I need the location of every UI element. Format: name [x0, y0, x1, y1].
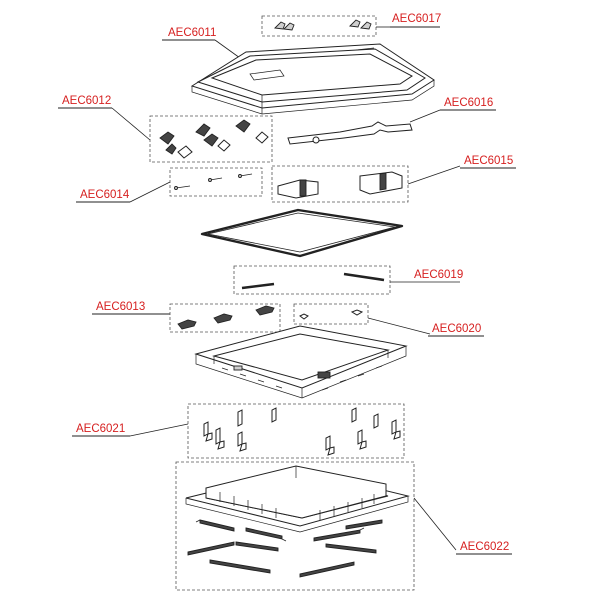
- part-group-aec6017: AEC6017: [261, 13, 441, 37]
- part-group-aec6012: AEC6012: [58, 95, 273, 163]
- dashed-box-aec6019: [233, 265, 391, 295]
- clip-part: [274, 21, 295, 31]
- label-aec6012: AEC6012: [62, 95, 111, 107]
- dashed-box-aec6020: [293, 303, 369, 325]
- bracket-part: [177, 305, 275, 330]
- tab-insert: [203, 407, 401, 456]
- part-group-aec6016: AEC6016: [287, 97, 496, 145]
- arm-rod: [287, 121, 413, 145]
- pin-part: [174, 173, 253, 190]
- part-group-aec6015: AEC6015: [271, 155, 516, 203]
- part-group-aec6019: AEC6019: [233, 265, 463, 295]
- dashed-box-aec6014: [169, 167, 263, 197]
- base-frame: [185, 465, 410, 533]
- label-aec6016: AEC6016: [444, 97, 493, 109]
- label-aec6014: AEC6014: [80, 189, 130, 201]
- part-group-aec6011: AEC6011: [162, 27, 435, 115]
- label-aec6013: AEC6013: [96, 301, 145, 313]
- leader-line: [409, 109, 441, 123]
- dome-lid: [190, 43, 435, 115]
- rod-part: [241, 272, 385, 290]
- label-aec6022: AEC6022: [460, 541, 509, 553]
- leader-line: [367, 317, 431, 335]
- sealing-strip: [187, 519, 383, 578]
- leader-line: [413, 497, 457, 551]
- dashed-box-aec6012: [149, 115, 273, 163]
- part-group-aec6014: AEC6014: [76, 167, 263, 203]
- hinge-part: [159, 119, 269, 159]
- latch-part: [277, 171, 403, 199]
- leader-line: [129, 423, 189, 437]
- label-aec6019: AEC6019: [414, 269, 463, 281]
- dashed-box-aec6013: [169, 303, 281, 333]
- dashed-box-aec6015: [271, 165, 409, 203]
- dashed-box-aec6017: [261, 15, 377, 37]
- clip-part: [349, 19, 372, 30]
- seal-gasket: [200, 208, 404, 258]
- dashed-box-aec6022: [175, 461, 415, 591]
- leader-line: [129, 181, 171, 203]
- label-aec6015: AEC6015: [464, 155, 513, 167]
- label-aec6020: AEC6020: [432, 323, 481, 335]
- label-aec6011: AEC6011: [168, 27, 216, 39]
- upper-frame: [194, 325, 408, 399]
- dashed-box-aec6021: [187, 403, 405, 459]
- leader-line: [214, 39, 241, 59]
- part-group-aec6021: AEC6021: [72, 403, 405, 459]
- clip-part: [299, 309, 364, 320]
- part-group-aec6022: AEC6022: [175, 461, 512, 591]
- leader-line: [407, 165, 461, 185]
- part-group-aec6020: AEC6020: [293, 303, 484, 337]
- label-aec6021: AEC6021: [76, 423, 125, 435]
- part-group-aec6013: AEC6013: [92, 301, 281, 333]
- label-aec6017: AEC6017: [392, 13, 441, 25]
- leader-line: [111, 107, 151, 141]
